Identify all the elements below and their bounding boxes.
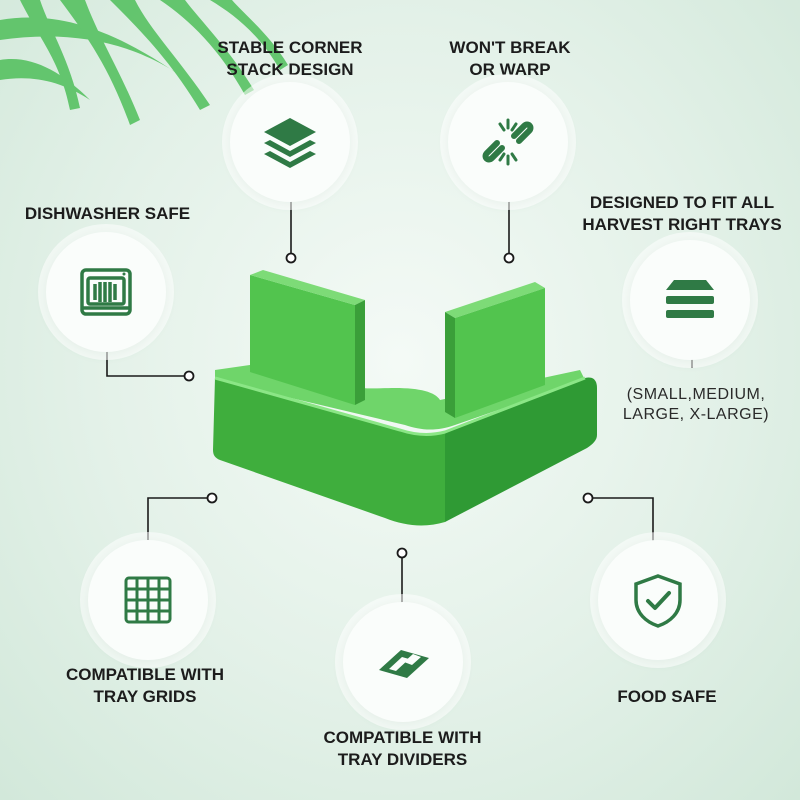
tray-stack-icon bbox=[666, 280, 714, 318]
feature-circle-tray-dividers bbox=[343, 602, 463, 722]
layers-icon bbox=[264, 118, 316, 168]
shield-check-icon bbox=[634, 574, 682, 628]
feature-circle-food-safe bbox=[598, 540, 718, 660]
feature-label-tray-dividers: COMPATIBLE WITH TRAY DIVIDERS bbox=[323, 728, 482, 769]
feature-label-food-safe: FOOD SAFE bbox=[617, 687, 717, 706]
feature-label-wont-break: WON'T BREAK OR WARP bbox=[449, 38, 571, 79]
feature-label-tray-grids: COMPATIBLE WITH TRAY GRIDS bbox=[65, 665, 224, 706]
palm-leaf-decoration bbox=[0, 0, 288, 125]
feature-circle-fit-trays bbox=[630, 240, 750, 360]
feature-circle-tray-grids bbox=[88, 540, 208, 660]
feature-sizes-note: (SMALL,MEDIUM, LARGE, X-LARGE) bbox=[622, 386, 770, 423]
dishwasher-icon bbox=[80, 268, 132, 316]
feature-circle-stable-corner bbox=[230, 82, 350, 202]
divider-icon bbox=[379, 650, 429, 678]
feature-label-fit-trays: DESIGNED TO FIT ALL HARVEST RIGHT TRAYS bbox=[582, 193, 782, 234]
feature-circle-dishwasher bbox=[46, 232, 166, 352]
feature-label-stable-corner: STABLE CORNER STACK DESIGN bbox=[217, 38, 363, 79]
broken-link-icon bbox=[482, 118, 534, 166]
feature-circle-wont-break bbox=[448, 82, 568, 202]
feature-label-dishwasher: DISHWASHER SAFE bbox=[24, 204, 191, 223]
corner-stacker-product bbox=[213, 270, 597, 526]
grid-icon bbox=[124, 576, 172, 624]
